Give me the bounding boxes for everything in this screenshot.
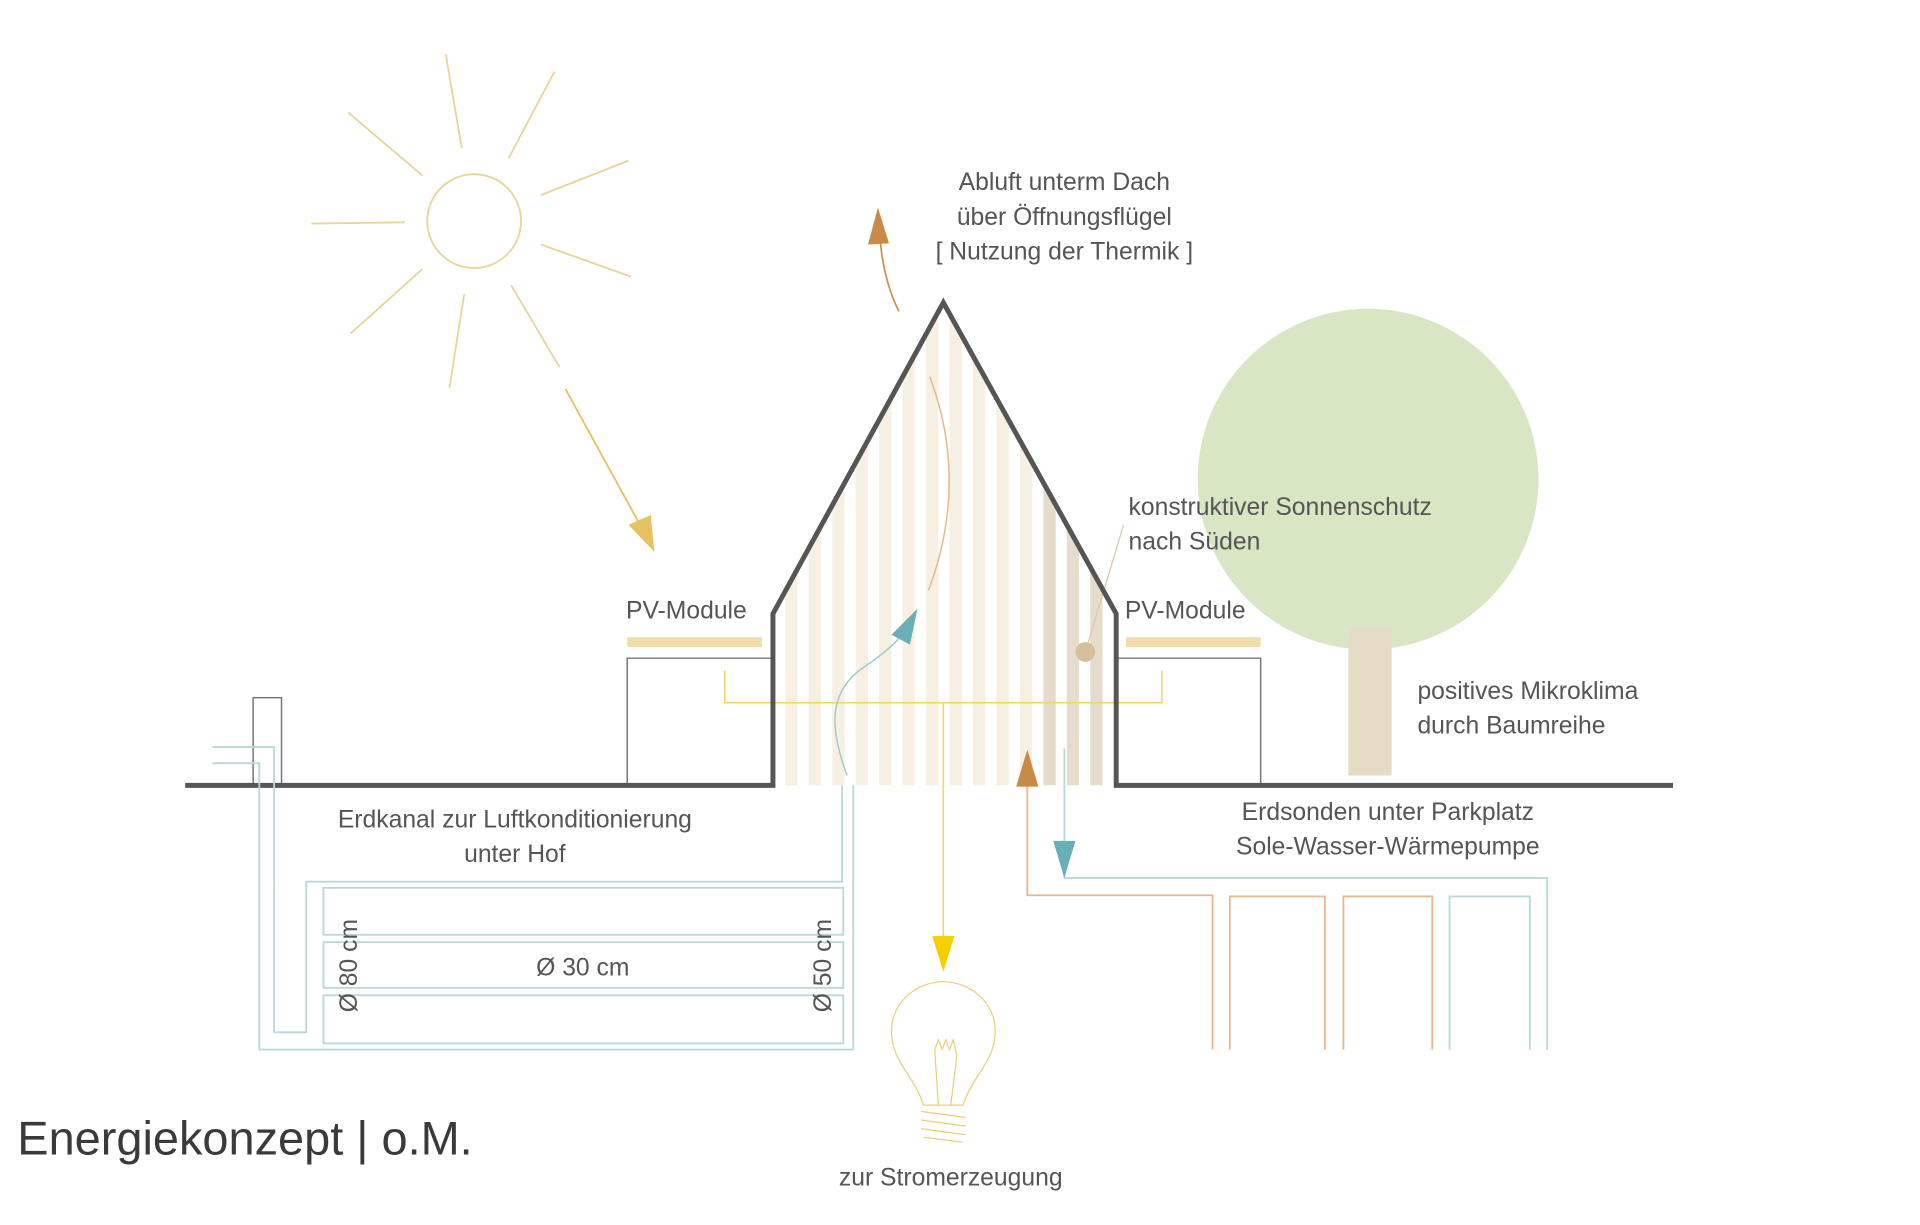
pv-module-right: [1126, 637, 1261, 648]
strom-label: zur Stromerzeugung: [839, 1164, 1063, 1191]
pipe-50-label: Ø 50 cm: [810, 919, 837, 1012]
shading-marker: [1075, 642, 1096, 662]
sonnenschutz-label-1: konstruktiver Sonnenschutz: [1129, 494, 1432, 521]
electric-wiring: [723, 670, 1163, 972]
abluft-label-3: [ Nutzung der Thermik ]: [936, 238, 1194, 265]
page-title: Energiekonzept | o.M.: [17, 1113, 472, 1165]
erdsonden-label-1: Erdsonden unter Parkplatz: [1242, 799, 1534, 826]
mikroklima-label-2: durch Baumreihe: [1417, 713, 1605, 740]
abluft-label-2: über Öffnungsflügel: [957, 204, 1172, 231]
warm-flow-arrow: [1016, 749, 1039, 787]
pipe-30-label: Ø 30 cm: [536, 955, 629, 982]
earth-duct: [212, 746, 855, 1051]
erdkanal-label-1: Erdkanal zur Luftkonditionierung: [338, 806, 692, 833]
light-bulb-icon: [890, 981, 996, 1143]
abluft-label-1: Abluft unterm Dach: [959, 169, 1170, 196]
cool-flow-arrow: [1053, 840, 1076, 878]
pipe-80-label: Ø 80 cm: [336, 919, 363, 1012]
mikroklima-label-1: positives Mikroklima: [1417, 678, 1638, 705]
tree-trunk: [1348, 627, 1392, 776]
fresh-air-arrow: [834, 608, 918, 776]
ground-and-house-outline: [185, 297, 1674, 788]
erdsonden-label-2: Sole-Wasser-Wärmepumpe: [1236, 834, 1540, 861]
sunlight-arrow: [564, 388, 655, 552]
exhaust-air-arrow: [868, 207, 900, 312]
pv-label-right: PV-Module: [1125, 598, 1246, 625]
sonnenschutz-label-2: nach Süden: [1129, 529, 1261, 556]
tree-crown: [1197, 308, 1539, 650]
side-building-left: [626, 657, 773, 786]
thermal-updraft-curve: [927, 376, 950, 591]
intake-chimney: [252, 696, 283, 787]
sun-icon: [311, 54, 632, 388]
side-building-right: [1116, 657, 1262, 786]
geothermal-probes: [1026, 748, 1549, 1050]
pv-module-left: [627, 637, 762, 648]
pv-label-left: PV-Module: [626, 598, 747, 625]
erdkanal-label-2: unter Hof: [464, 841, 566, 868]
